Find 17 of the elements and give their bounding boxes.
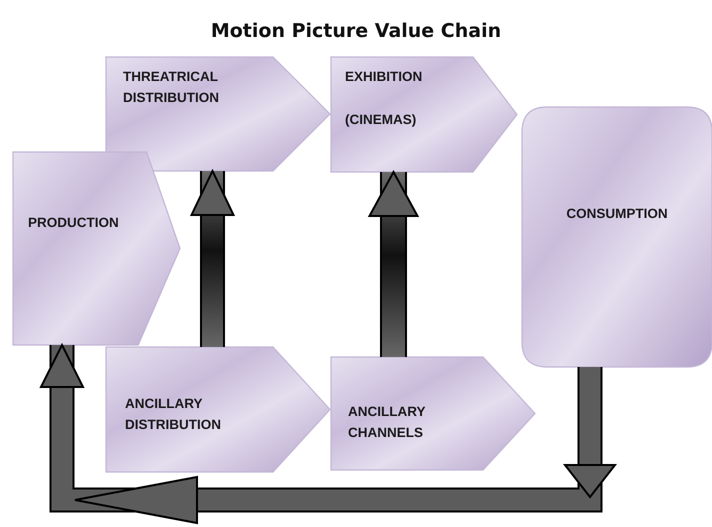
- rounded-box: [522, 107, 712, 367]
- node-label: (CINEMAS): [345, 111, 416, 129]
- node-label: ANCILLARY DISTRIBUTION: [125, 395, 222, 434]
- chevron-box: [106, 347, 330, 472]
- block-arrow: [368, 171, 418, 357]
- node-label: EXHIBITION: [345, 68, 422, 86]
- chevron-box: [331, 57, 517, 172]
- node-label: CONSUMPTION: [565, 205, 669, 223]
- block-arrow: [190, 170, 234, 347]
- node-label: THREATRICAL DISTRIBUTION: [123, 68, 220, 107]
- node-label: ANCILLARY CHANNELS: [348, 403, 426, 442]
- pentagon-box: [13, 152, 180, 345]
- chevron-box: [331, 357, 535, 470]
- diagram-title: Motion Picture Value Chain: [210, 20, 502, 42]
- node-label: PRODUCTION: [28, 214, 119, 232]
- block-arrow: [40, 344, 618, 524]
- chevron-box: [106, 57, 330, 171]
